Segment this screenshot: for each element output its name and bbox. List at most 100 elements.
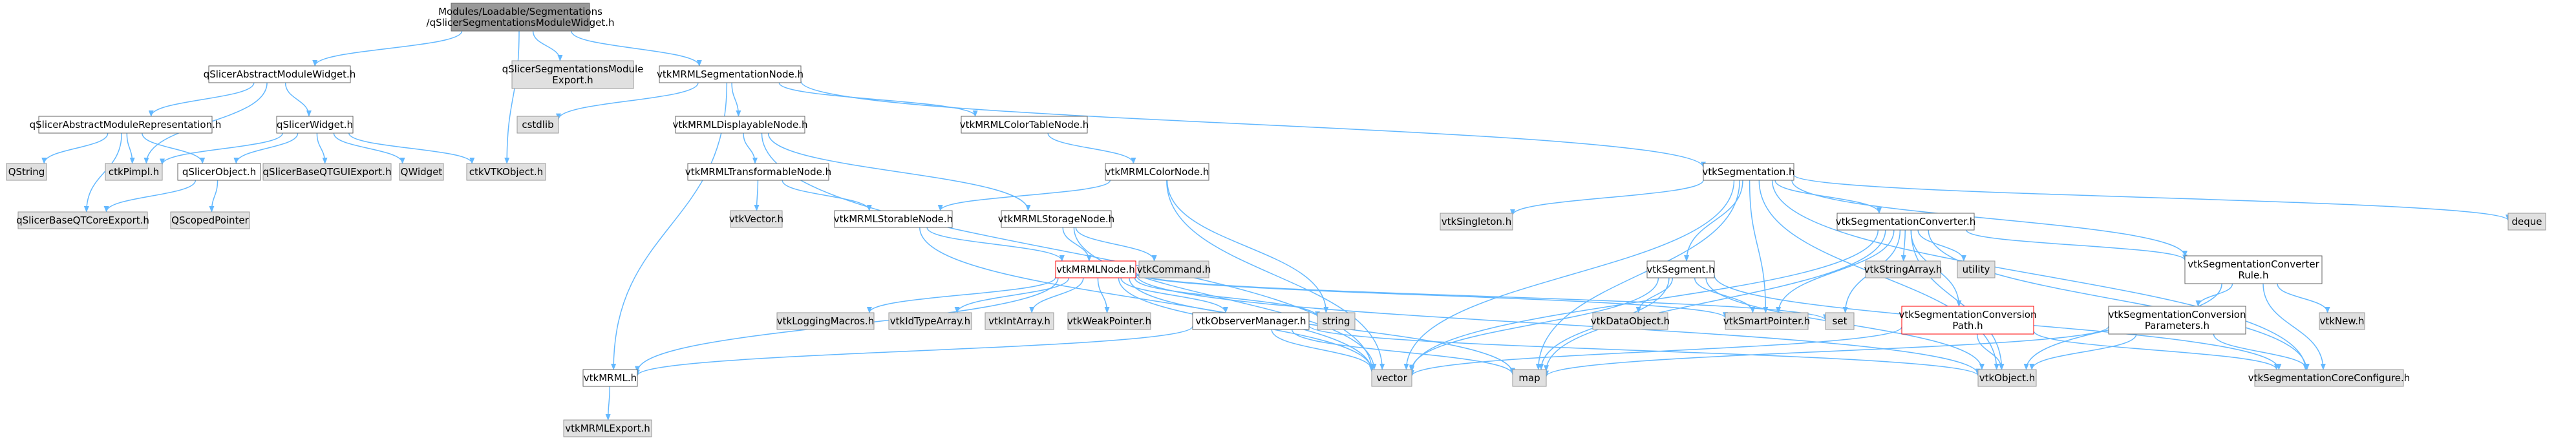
node-box — [1901, 306, 2034, 335]
node-label: vtkSegmentationConversion — [2109, 309, 2246, 320]
node-label: qSlicerAbstractModuleRepresentation.h — [30, 119, 222, 131]
node-box — [888, 312, 972, 330]
node-label: vtkIdTypeArray.h — [890, 315, 970, 327]
edge-vtkMRMLNode-to-vtkLoggingMacros — [867, 277, 1056, 313]
node-vtkMRMLStorageNode[interactable]: vtkMRMLStorageNode.h — [998, 210, 1114, 228]
node-box — [675, 116, 805, 134]
edge-root-to-qSlicerAbstractModuleWidget — [312, 30, 463, 67]
edge-vtkSegmentationConversionPath-to-vector — [1409, 326, 1902, 377]
node-box — [1512, 369, 1547, 387]
node-vtkMRMLDisplayableNode[interactable]: vtkMRMLDisplayableNode.h — [673, 116, 808, 134]
nodes-layer: Modules/Loadable/Segmentations/qSlicerSe… — [6, 3, 2546, 437]
node-label: Rule.h — [2239, 269, 2269, 281]
node-vtkSegmentationConverter[interactable]: vtkSegmentationConverter.h — [1836, 213, 1975, 231]
edge-qSlicerWidget-to-qSlicerBaseQTGUIExport — [316, 132, 328, 164]
edge-vtkSegmentation-to-vtkSmartPointer — [1749, 180, 1769, 313]
edge-vtkSegmentationConverter-to-vtkSegmentationConverterRule — [1966, 229, 2187, 261]
node-label: Export.h — [552, 74, 593, 86]
edge-vtkMRMLSegmentationNode-to-vtkMRMLDisplayableNode — [731, 82, 741, 117]
edge-vtkSegmentationConverter-to-utility — [1917, 229, 1966, 262]
node-box — [985, 312, 1054, 330]
edge-vtkSegmentationConverterParameters-to-vtkSegmentationCoreConfigure — [2213, 333, 2310, 370]
node-label: qSlicerWidget.h — [277, 119, 353, 131]
node-QWidget: QWidget — [399, 163, 444, 181]
node-label: vtkMRMLStorageNode.h — [998, 213, 1114, 225]
edge-root-to-qSlicerSegmentationsModuleExport — [532, 30, 563, 61]
node-vtkSmartPointer: vtkSmartPointer.h — [1723, 312, 1810, 330]
edge-vtkSegment-to-vector — [1409, 277, 1659, 372]
node-box — [1865, 260, 1941, 278]
node-label: vtkMRMLTransformableNode.h — [685, 166, 831, 178]
node-map: map — [1512, 369, 1547, 387]
node-vtkMRMLTransformableNode[interactable]: vtkMRMLTransformableNode.h — [685, 163, 831, 181]
edge-qSlicerAbstractModuleRepresentation-to-ctkPimpl — [126, 132, 135, 164]
node-vtkMRMLExport: vtkMRMLExport.h — [563, 419, 652, 437]
node-vtkDataObject: vtkDataObject.h — [1591, 312, 1670, 330]
edge-vtkSegmentation-to-vtkSegmentationConverter — [1774, 180, 1882, 214]
node-vtkCommand: vtkCommand.h — [1137, 260, 1211, 278]
edge-vtkSegmentationConverterParameters-to-map — [1544, 326, 2109, 377]
node-qSlicerObject[interactable]: qSlicerObject.h — [177, 163, 261, 181]
edge-vtkMRMLStorageNode-to-vtkMRMLNode — [1062, 227, 1092, 262]
node-vtkMRMLStorableNode[interactable]: vtkMRMLStorableNode.h — [834, 210, 953, 228]
node-box — [2507, 213, 2546, 231]
node-vtkObserverManager[interactable]: vtkObserverManager.h — [1192, 312, 1310, 330]
node-box — [834, 210, 953, 228]
node-box — [208, 65, 351, 83]
node-label: vtkIntArray.h — [988, 315, 1050, 327]
edge-vtkMRMLDisplayableNode-to-vtkMRMLTransformableNode — [743, 132, 758, 164]
node-label: Modules/Loadable/Segmentations — [438, 6, 602, 17]
node-label: vtkMRML.h — [584, 372, 637, 384]
node-box — [1977, 369, 2037, 387]
node-box — [2319, 312, 2365, 330]
node-label: vtkVector.h — [729, 213, 783, 225]
node-box — [659, 65, 802, 83]
node-box — [1192, 312, 1310, 330]
node-box — [511, 60, 634, 89]
node-box — [1440, 213, 1513, 231]
node-vtkSegment[interactable]: vtkSegment.h — [1646, 260, 1715, 278]
edge-vtkMRMLNode-to-string — [1134, 277, 1320, 318]
edge-vtkMRMLTransformableNode-to-vtkMRMLStorableNode — [782, 180, 872, 211]
node-label: vtkMRMLColorTableNode.h — [960, 119, 1089, 131]
node-label: vtkObject.h — [1979, 372, 2036, 384]
edge-qSlicerWidget-to-ctkVTKObject — [348, 132, 475, 164]
edge-qSlicerWidget-to-ctkPimpl — [160, 132, 283, 165]
node-QString: QString — [6, 163, 47, 181]
node-box — [516, 116, 559, 134]
node-vector: vector — [1371, 369, 1412, 387]
node-vtkMRMLNode[interactable]: vtkMRMLNode.h — [1055, 260, 1136, 278]
node-box — [1001, 210, 1112, 228]
node-box — [1703, 163, 1794, 181]
node-box — [276, 116, 354, 134]
node-vtkSegmentation[interactable]: vtkSegmentation.h — [1702, 163, 1795, 181]
node-label: qSlicerAbstractModuleWidget.h — [204, 68, 356, 80]
node-qSlicerAbstractModuleWidget[interactable]: qSlicerAbstractModuleWidget.h — [204, 65, 356, 83]
edge-vtkSegmentation-to-vtkSingleton — [1510, 180, 1704, 216]
edge-vtkObserverManager-to-vtkMRML — [635, 326, 1193, 377]
edge-vtkSegmentationConversionPath-to-vtkObject — [1976, 333, 2005, 370]
node-label: cstdlib — [522, 119, 553, 131]
node-qSlicerWidget[interactable]: qSlicerWidget.h — [276, 116, 354, 134]
node-utility: utility — [1957, 260, 1996, 278]
node-vtkSingleton: vtkSingleton.h — [1440, 213, 1513, 231]
node-box — [1138, 260, 1209, 278]
edge-root-to-ctkVTKObject — [504, 30, 520, 164]
node-box — [2184, 255, 2323, 284]
node-vtkMRMLSegmentationNode[interactable]: vtkMRMLSegmentationNode.h — [657, 65, 804, 83]
edge-qSlicerAbstractModuleWidget-to-qSlicerWidget — [284, 82, 312, 117]
node-vtkIdTypeArray: vtkIdTypeArray.h — [888, 312, 972, 330]
node-label: vtkSegmentationCoreConfigure.h — [2248, 372, 2411, 384]
node-qSlicerAbstractModuleRepresentation[interactable]: qSlicerAbstractModuleRepresentation.h — [30, 116, 222, 134]
node-box — [582, 369, 638, 387]
node-vtkMRMLColorNode[interactable]: vtkMRMLColorNode.h — [1105, 163, 1209, 181]
node-qSlicerBaseQTCoreExport: qSlicerBaseQTCoreExport.h — [16, 211, 149, 229]
node-QScopedPointer: QScopedPointer — [170, 211, 250, 229]
node-vtkMRML[interactable]: vtkMRML.h — [582, 369, 638, 387]
node-vtkMRMLColorTableNode[interactable]: vtkMRMLColorTableNode.h — [960, 116, 1089, 134]
node-root[interactable]: Modules/Loadable/Segmentations/qSlicerSe… — [427, 3, 615, 32]
node-deque: deque — [2507, 213, 2546, 231]
